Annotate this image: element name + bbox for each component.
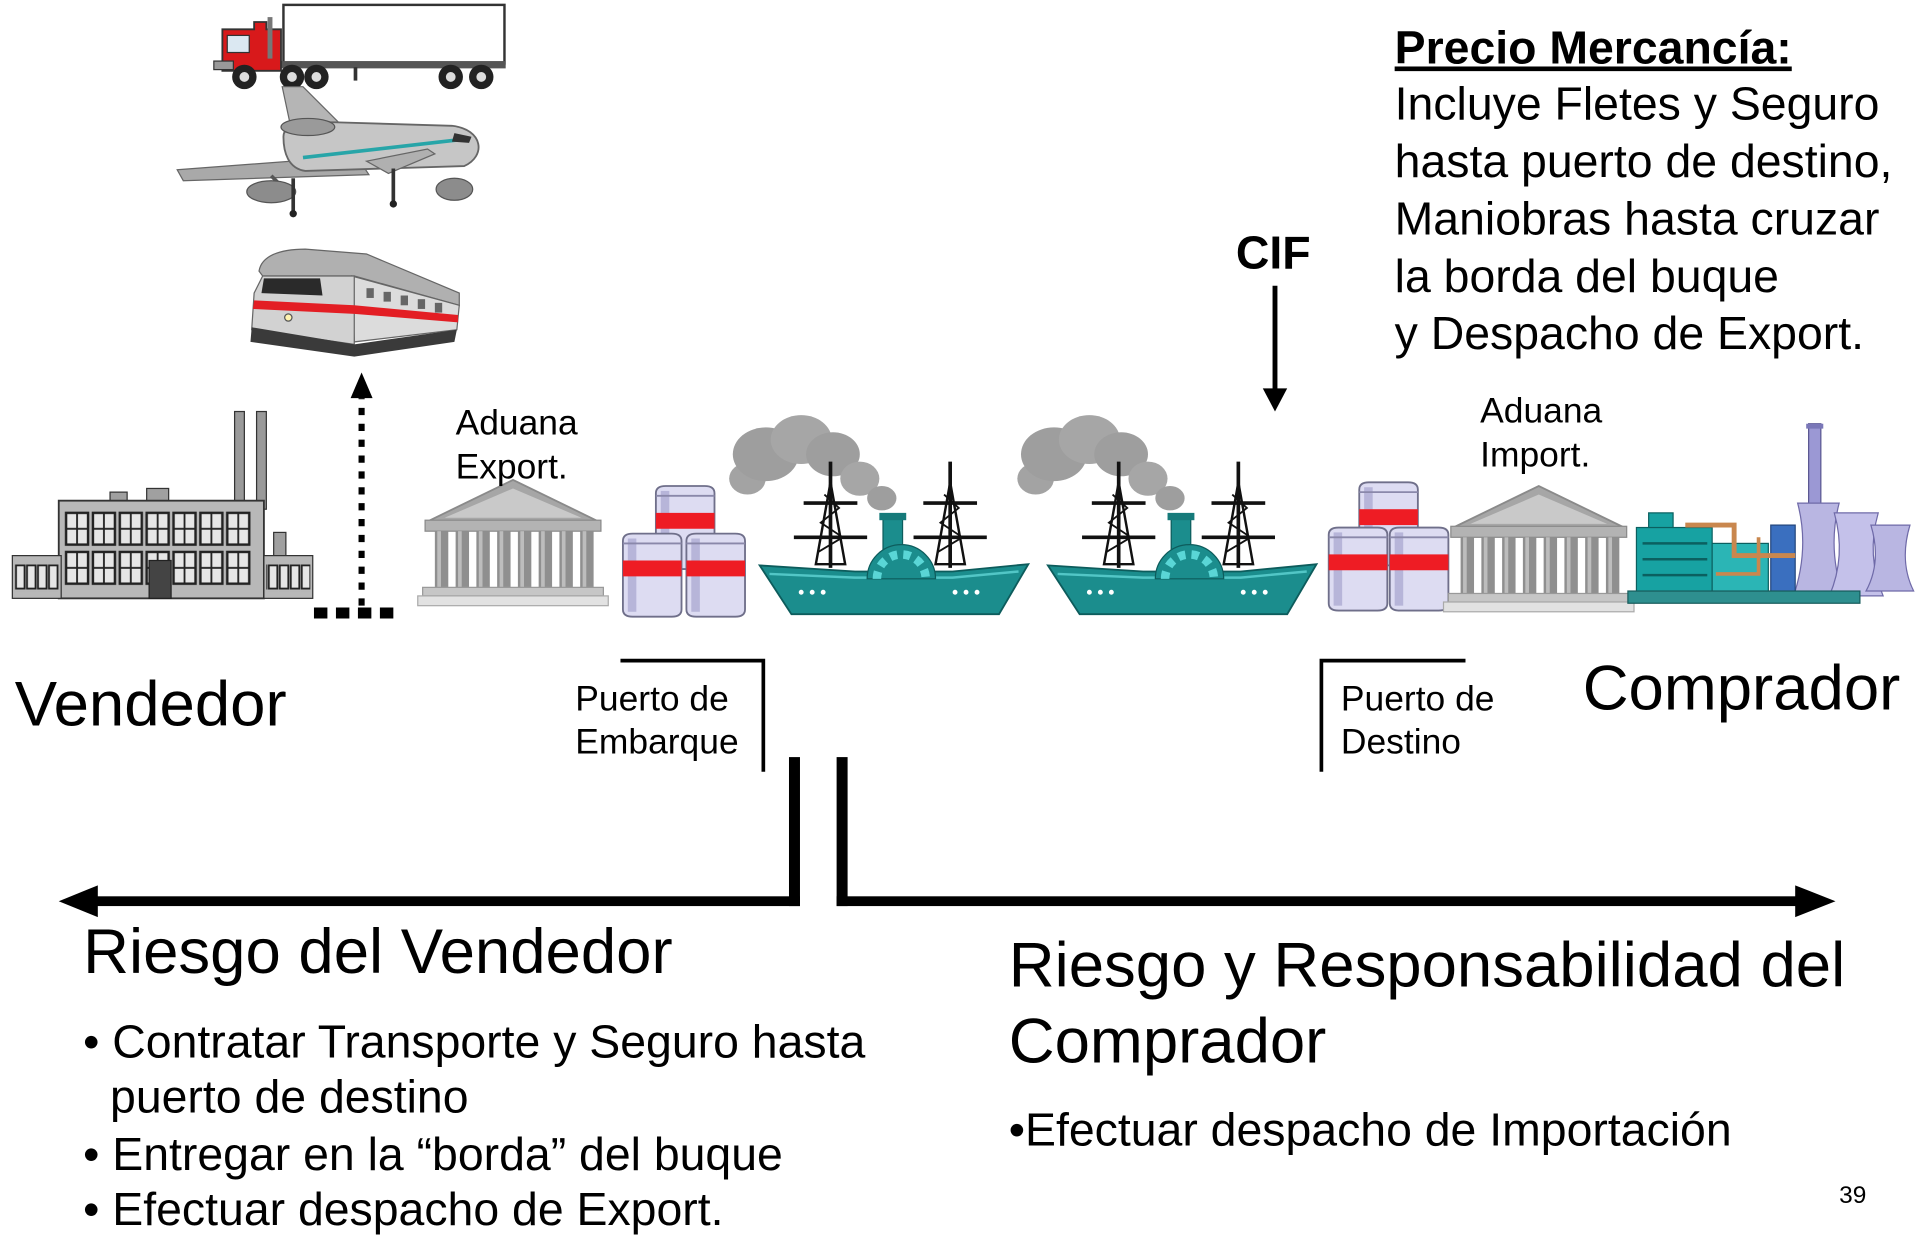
buyer-risk-arrow (836, 896, 1802, 907)
arrow-left-icon (58, 885, 98, 918)
buyer-risk-title: Riesgo y Responsabilidad del (1009, 931, 1845, 1001)
port-of-destination: Puerto de Destino (1319, 658, 1495, 772)
seller-risk: Riesgo del Vendedor • Contratar Transpor… (83, 917, 865, 1235)
customs-building-icon (416, 478, 610, 607)
customs-import-label: Aduana (1480, 391, 1602, 431)
list-item: • Contratar Transporte y Seguro hasta (83, 1015, 865, 1067)
incoterm-label: CIF (1236, 227, 1311, 279)
list-item: • Entregar en la “borda” del buque (83, 1128, 783, 1180)
customs-export-label: Aduana (456, 403, 578, 443)
price-note: Precio Mercancía: Incluye Fletes y Segur… (1395, 21, 1893, 359)
seller-risk-title: Riesgo del Vendedor (83, 917, 672, 987)
divider-bar (836, 757, 848, 907)
airplane-icon (176, 86, 480, 218)
port-of-shipment-label: Embarque (575, 721, 738, 761)
price-note-line: Maniobras hasta cruzar (1395, 192, 1880, 244)
price-note-line: la borda del buque (1395, 250, 1779, 302)
transport-to-port-arrow (313, 372, 399, 619)
seller-risk-arrow (91, 896, 800, 907)
page-number: 39 (1839, 1182, 1866, 1209)
incoterm-marker: CIF (1236, 227, 1311, 412)
customs-import-label: Import. (1480, 434, 1590, 474)
list-item: • Efectuar despacho de Export. (83, 1183, 723, 1235)
list-item: •Efectuar despacho de Importación (1009, 1103, 1732, 1155)
buyer-risk-title: Comprador (1009, 1006, 1327, 1076)
steamship-icon (1017, 415, 1316, 614)
steamship-icon (729, 415, 1028, 614)
price-note-line: y Despacho de Export. (1395, 307, 1864, 359)
buyer-risk: Riesgo y Responsabilidad del Comprador •… (1009, 931, 1845, 1156)
train-icon (250, 248, 460, 357)
bracket (1319, 658, 1466, 772)
arrow-right-icon (1795, 885, 1836, 918)
price-note-line: Incluye Fletes y Seguro (1395, 78, 1880, 130)
port-of-shipment-label: Puerto de (575, 679, 729, 719)
port-of-destination-label: Destino (1341, 721, 1461, 761)
customs-export-label: Export. (456, 447, 568, 487)
divider-bar (788, 757, 800, 907)
containers-icon (1327, 481, 1450, 612)
seller-label: Vendedor (15, 669, 287, 739)
containers-icon (621, 485, 746, 618)
port-of-shipment: Puerto de Embarque (575, 658, 766, 772)
price-note-line: hasta puerto de destino, (1395, 135, 1893, 187)
buyer-label: Comprador (1583, 653, 1901, 723)
truck-icon (213, 3, 506, 90)
arrowhead-icon (1262, 388, 1288, 412)
port-of-destination-label: Puerto de (1341, 679, 1495, 719)
price-note-heading: Precio Mercancía: (1395, 21, 1792, 73)
risk-split-arrows (58, 757, 1836, 918)
bracket (620, 658, 766, 772)
customs-building-icon (1442, 485, 1635, 613)
power-plant-icon (1627, 423, 1915, 604)
factory-icon (11, 410, 314, 600)
list-item-continuation: puerto de destino (110, 1070, 469, 1122)
